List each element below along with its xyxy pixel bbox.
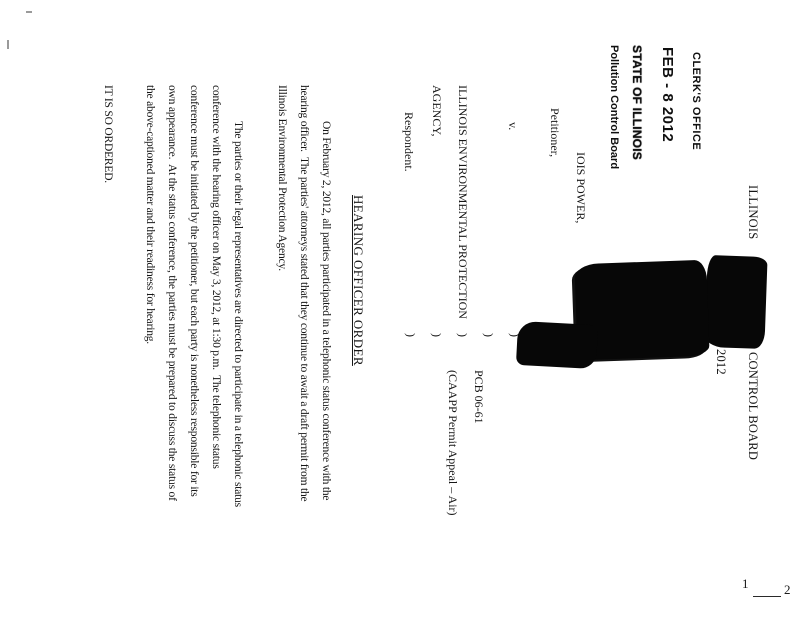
stamp-clerks-office: CLERK'S OFFICE: [690, 52, 702, 151]
caption-paren: ): [456, 333, 470, 337]
caption-paren: ): [430, 333, 444, 337]
corner-mark-right: 2: [784, 582, 791, 597]
paragraph1-line: Illinois Environmental Protection Agency…: [276, 85, 288, 271]
paragraph1-line: hearing officer. The parties' attorneys …: [298, 85, 310, 502]
paragraph2-line: conference must be initiated by the peti…: [188, 85, 200, 497]
so-ordered-line: IT IS SO ORDERED.: [102, 85, 114, 183]
paragraph2-line: The parties or their legal representativ…: [232, 121, 244, 507]
caption-paren: ): [404, 333, 418, 337]
board-title-right: CONTROL BOARD: [746, 352, 760, 461]
board-title-left: ILLINOIS: [746, 185, 760, 240]
caption-paren: ): [482, 333, 496, 337]
corner-mark-left: 1: [742, 576, 749, 591]
paragraph2-line: conference with the hearing officer on M…: [210, 85, 222, 469]
caption-respondent-label: Respondent.: [402, 112, 416, 172]
stamp-pollution-control-board: Pollution Control Board: [608, 45, 620, 170]
order-heading: HEARING OFFICER ORDER: [351, 195, 366, 366]
scan-speck: [26, 11, 32, 13]
paragraph2-line: own appearance. At the status conference…: [166, 85, 178, 501]
scan-speck: [7, 40, 9, 49]
stamp-date: FEB - 8 2012: [659, 47, 676, 143]
corner-mark-line: [753, 596, 781, 597]
caption-docket-number: PCB 06-61: [472, 370, 486, 424]
caption-appeal-type: (CAAPP Permit Appeal – Air): [446, 370, 460, 516]
caption-versus: v.: [506, 122, 520, 131]
header-date-visible: 2012: [714, 349, 728, 375]
ink-blob-artifact: [704, 254, 768, 350]
caption-respondent-line2: AGENCY,: [430, 85, 444, 137]
ink-blob-artifact: [515, 320, 599, 370]
paragraph2-line: the above-captioned matter and their rea…: [144, 85, 156, 344]
caption-petitioner-label: Petitioner,: [548, 108, 562, 158]
stamp-state-of-illinois: STATE OF ILLINOIS: [630, 45, 644, 160]
paragraph1-line: On February 2, 2012, all parties partici…: [320, 121, 332, 501]
caption-petitioner-name: IOIS POWER,: [574, 152, 588, 224]
caption-respondent-line1: ILLINOIS ENVIRONMENTAL PROTECTION: [456, 85, 470, 319]
